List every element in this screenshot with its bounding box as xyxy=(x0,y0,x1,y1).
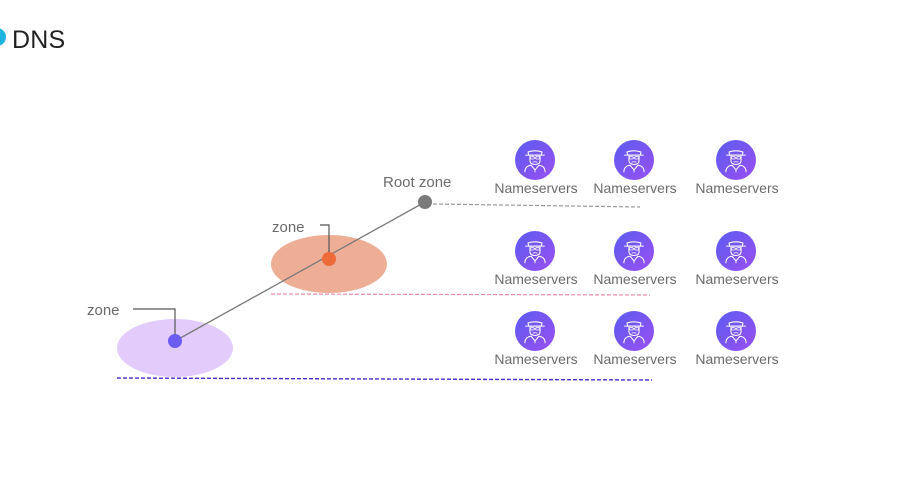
nameserver-node: Nameservers xyxy=(593,311,677,367)
nameserver-circle xyxy=(614,140,654,180)
hierarchy-line xyxy=(174,201,426,342)
lower-zone-label: zone xyxy=(87,302,120,319)
nameserver-label: Nameservers xyxy=(494,351,577,367)
nameserver-label: Nameservers xyxy=(494,271,577,287)
nameserver-node: Nameservers xyxy=(695,140,779,196)
nameserver-node: Nameservers xyxy=(494,140,578,196)
lower-zone-dot xyxy=(168,334,182,348)
nameserver-circle xyxy=(515,311,555,351)
root-zone-label: Root zone xyxy=(383,174,451,191)
nameserver-circle xyxy=(716,311,756,351)
nameserver-node: Nameservers xyxy=(593,140,677,196)
root-zone-dot xyxy=(418,195,432,209)
nameserver-circle xyxy=(515,140,555,180)
nameserver-label: Nameservers xyxy=(695,180,778,196)
lower-zone-leader-line xyxy=(133,308,176,341)
upper-zone-dot xyxy=(322,252,336,266)
nameserver-label: Nameservers xyxy=(593,271,676,287)
nameserver-label: Nameservers xyxy=(695,351,778,367)
nameserver-circle xyxy=(716,140,756,180)
nameserver-label: Nameservers xyxy=(695,271,778,287)
nameserver-node: Nameservers xyxy=(695,231,779,287)
upper-zone-leader-line xyxy=(320,224,330,259)
upper-zone-label: zone xyxy=(272,219,305,236)
nameserver-label: Nameservers xyxy=(494,180,577,196)
nameserver-node: Nameservers xyxy=(695,311,779,367)
nameserver-circle xyxy=(614,231,654,271)
nameserver-label: Nameservers xyxy=(593,351,676,367)
nameserver-circle xyxy=(515,231,555,271)
nameserver-label: Nameservers xyxy=(593,180,676,196)
logo-dot-icon xyxy=(0,28,6,46)
lower-zone-dashed-line xyxy=(116,377,653,381)
nameserver-node: Nameservers xyxy=(494,231,578,287)
nameserver-node: Nameservers xyxy=(494,311,578,367)
root-zone-dashed-line xyxy=(432,203,641,208)
upper-zone-dashed-line xyxy=(270,293,651,296)
nameserver-node: Nameservers xyxy=(593,231,677,287)
nameserver-circle xyxy=(716,231,756,271)
page-title: DNS xyxy=(12,26,66,54)
nameserver-circle xyxy=(614,311,654,351)
